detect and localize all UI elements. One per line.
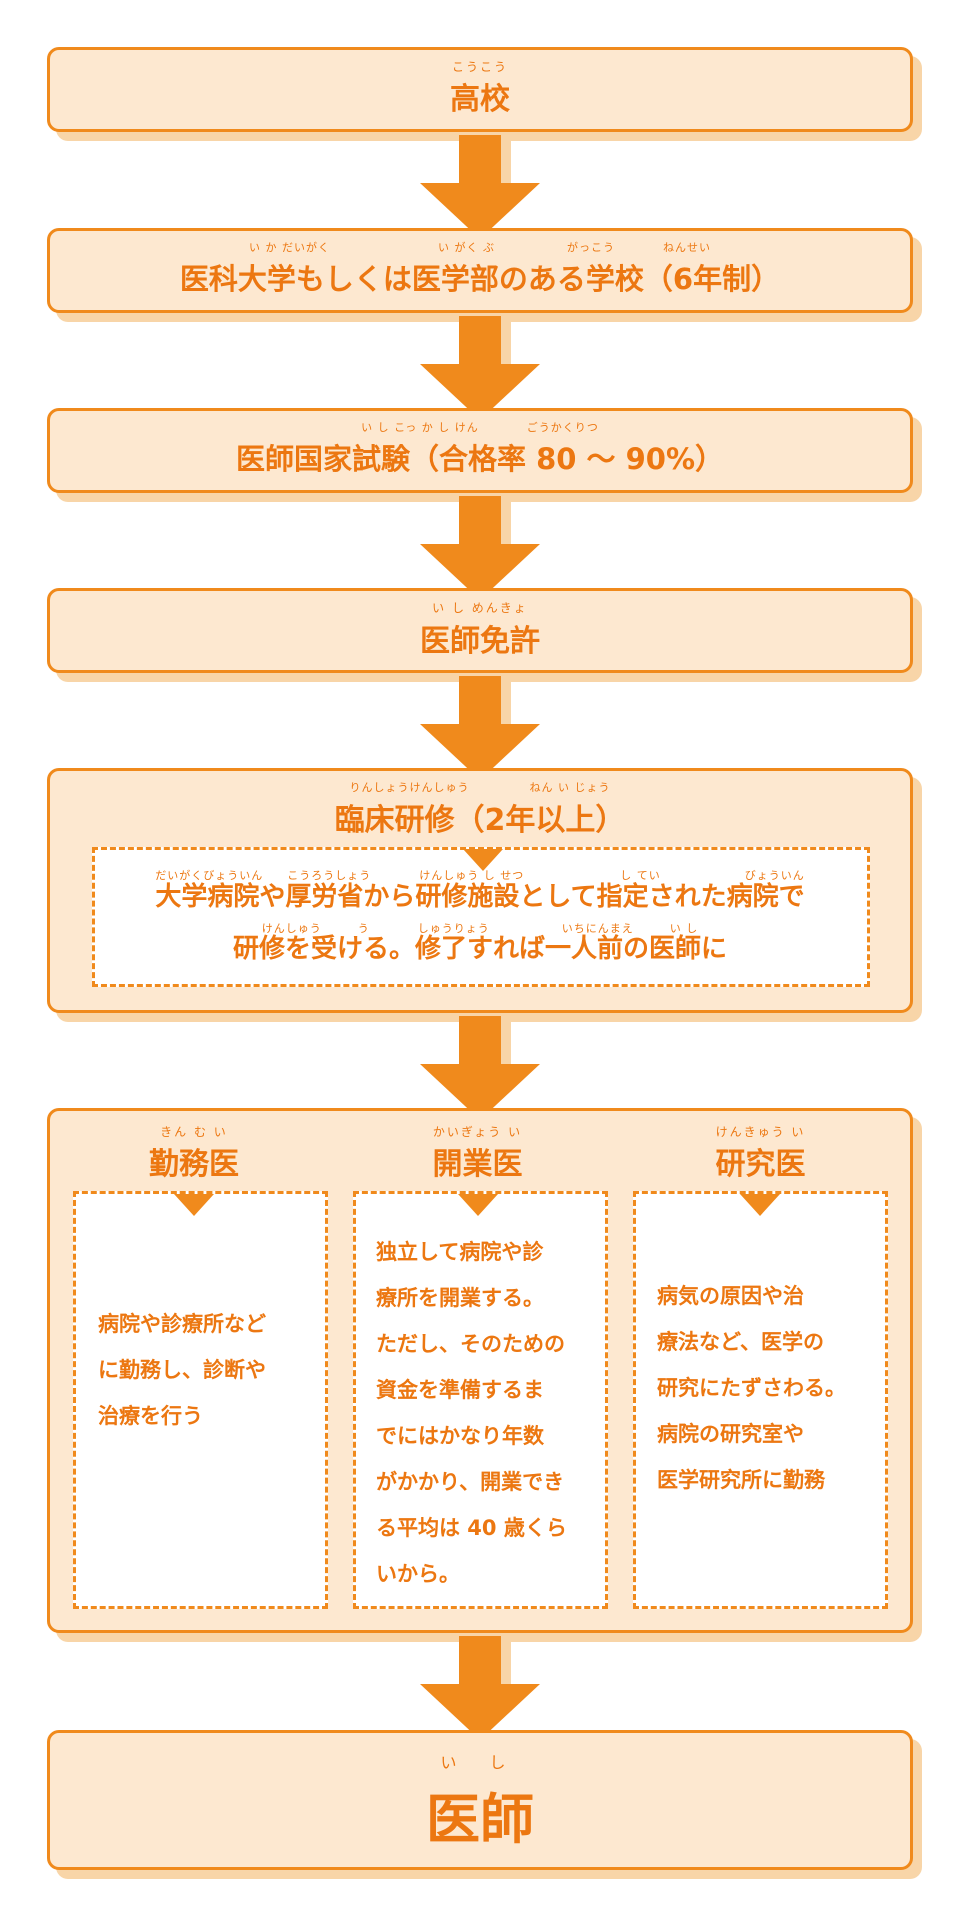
step-career-paths: きん む い 勤務医 病院や診療所など に勤務し、診断や 治療を行う かいぎょう… xyxy=(47,1108,913,1633)
ruby-residency-desc-1: だいがくびょういん こうろうしょう けんしゅう し せつ し てい びょういん xyxy=(155,869,805,882)
employed-doctor-line: に勤務し、診断や xyxy=(98,1358,266,1382)
ruby-university: い か だいがく い がく ぶ がっこう ねんせい xyxy=(249,241,711,254)
research-doctor-box xyxy=(633,1191,888,1609)
title-doctor: 医師 xyxy=(426,1788,534,1851)
title-private-practitioner: 開業医 xyxy=(432,1147,523,1182)
ruby-high-school: こうこう xyxy=(451,60,508,74)
private-practitioner-text: 独立して病院や診 療所を開業する。 ただし、そのための 資金を準備するま でには… xyxy=(376,1229,598,1597)
step-national-exam: い し こっ か し けん ごうかくりつ 医師国家試験（合格率 80 ～ 90%… xyxy=(47,408,913,493)
ruby-national-exam: い し こっ か し けん ごうかくりつ xyxy=(361,421,599,434)
ruby-clinical-residency: りんしょうけんしゅう ねん い じょう xyxy=(349,781,611,794)
private-practitioner-line: る平均は 40 歳くら xyxy=(376,1516,567,1540)
pointer-triangle-icon xyxy=(463,849,503,871)
title-high-school: 高校 xyxy=(450,82,510,117)
residency-desc-line-2: 研修を受ける。修了すれば一人前の医師に xyxy=(232,934,727,964)
title-university: 医科大学もしくは医学部のある学校（6年制） xyxy=(179,262,781,296)
ruby-private-practitioner: かいぎょう い xyxy=(432,1125,523,1139)
step-university: い か だいがく い がく ぶ がっこう ねんせい 医科大学もしくは医学部のある… xyxy=(47,228,913,313)
research-doctor-line: 病院の研究室や xyxy=(657,1422,804,1446)
step-high-school: こうこう 高校 xyxy=(47,47,913,132)
residency-desc-line-1: 大学病院や厚労省から研修施設として指定された病院で xyxy=(155,882,805,912)
employed-doctor-line: 病院や診療所など xyxy=(98,1312,266,1336)
private-practitioner-line: 資金を準備するま xyxy=(376,1378,544,1402)
research-doctor-line: 病気の原因や治 xyxy=(657,1284,804,1308)
research-doctor-line: 療法など、医学の xyxy=(657,1330,824,1354)
title-national-exam: 医師国家試験（合格率 80 ～ 90%） xyxy=(235,442,725,476)
research-doctor-line: 研究にたずさわる。 xyxy=(657,1376,846,1400)
employed-doctor-text: 病院や診療所など に勤務し、診断や 治療を行う xyxy=(98,1301,318,1439)
pointer-triangle-icon xyxy=(458,1194,498,1216)
employed-doctor-box xyxy=(73,1191,328,1609)
step-clinical-residency: りんしょうけんしゅう ねん い じょう 臨床研修（2年以上） だいがくびょういん… xyxy=(47,768,913,1013)
step-medical-license: い し めんきょ 医師免許 xyxy=(47,588,913,673)
private-practitioner-line: でにはかなり年数 xyxy=(376,1424,544,1448)
title-clinical-residency: 臨床研修（2年以上） xyxy=(334,803,626,838)
ruby-residency-desc-2: けんしゅう う しゅうりょう いちにんまえ い し xyxy=(261,922,699,935)
ruby-medical-license: い し めんきょ xyxy=(432,601,528,615)
title-medical-license: 医師免許 xyxy=(420,624,540,659)
employed-doctor-line: 治療を行う xyxy=(98,1404,203,1428)
ruby-doctor: い し xyxy=(440,1753,520,1772)
private-practitioner-box xyxy=(353,1191,608,1609)
private-practitioner-line: がかかり、開業でき xyxy=(376,1470,565,1494)
pointer-triangle-icon xyxy=(740,1194,780,1216)
ruby-employed-doctor: きん む い xyxy=(160,1125,228,1139)
private-practitioner-line: ただし、そのための xyxy=(376,1332,565,1356)
title-employed-doctor: 勤務医 xyxy=(149,1147,239,1182)
private-practitioner-line: 療所を開業する。 xyxy=(376,1286,544,1310)
step-doctor: い し 医師 xyxy=(47,1730,913,1870)
pointer-triangle-icon xyxy=(174,1194,214,1216)
ruby-research-doctor: けんきゅう い xyxy=(715,1125,806,1139)
research-doctor-text: 病気の原因や治 療法など、医学の 研究にたずさわる。 病院の研究室や 医学研究所… xyxy=(657,1273,879,1503)
private-practitioner-line: いから。 xyxy=(376,1562,460,1586)
private-practitioner-line: 独立して病院や診 xyxy=(376,1240,544,1264)
title-research-doctor: 研究医 xyxy=(715,1147,806,1182)
research-doctor-line: 医学研究所に勤務 xyxy=(657,1468,825,1492)
